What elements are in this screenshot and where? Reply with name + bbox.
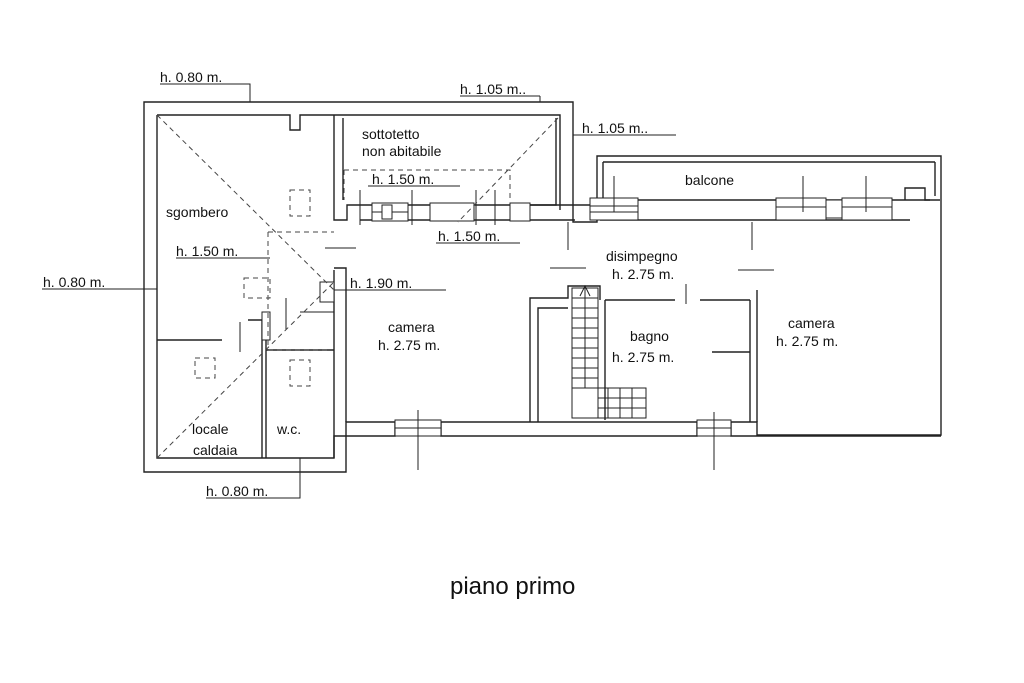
room-labels: sottotetto non abitabile balcone sgomber… <box>166 126 838 458</box>
room-balcone: balcone <box>685 172 734 188</box>
height-sgombero-inner: h. 1.50 m. <box>176 243 238 259</box>
height-left-side: h. 0.80 m. <box>43 274 105 290</box>
room-camera-left: camera <box>388 319 435 335</box>
height-attic-inner: h. 1.50 m. <box>372 171 434 187</box>
room-camera-right: camera <box>788 315 835 331</box>
windows <box>261 176 893 470</box>
height-top-mid: h. 1.05 m.. <box>460 81 526 97</box>
height-bottom: h. 0.80 m. <box>206 483 268 499</box>
room-sottotetto-line2: non abitabile <box>362 143 442 159</box>
height-right-side: h. 1.05 m.. <box>582 120 648 136</box>
room-camera-left-height: h. 2.75 m. <box>378 337 440 353</box>
height-corridor: h. 1.90 m. <box>350 275 412 291</box>
height-labels: h. 0.80 m. h. 1.05 m.. h. 1.05 m.. h. 1.… <box>43 69 648 499</box>
interior-walls <box>157 115 940 458</box>
plan-title: piano primo <box>450 573 575 600</box>
height-top-left: h. 0.80 m. <box>160 69 222 85</box>
height-attic-bottom: h. 1.50 m. <box>438 228 500 244</box>
room-sgombero: sgombero <box>166 204 228 220</box>
staircase <box>571 284 647 419</box>
room-caldaia: caldaia <box>193 442 238 458</box>
chimneys <box>194 189 311 387</box>
roof-dashed-lines <box>156 114 559 459</box>
room-bagno: bagno <box>630 328 669 344</box>
room-sottotetto-line1: sottotetto <box>362 126 420 142</box>
dimension-leaders <box>42 83 676 499</box>
outer-walls <box>143 101 942 473</box>
room-wc: w.c. <box>276 421 301 437</box>
room-camera-right-height: h. 2.75 m. <box>776 333 838 349</box>
room-locale: locale <box>192 421 229 437</box>
room-disimpegno: disimpegno <box>606 248 678 264</box>
room-disimpegno-height: h. 2.75 m. <box>612 266 674 282</box>
room-bagno-height: h. 2.75 m. <box>612 349 674 365</box>
